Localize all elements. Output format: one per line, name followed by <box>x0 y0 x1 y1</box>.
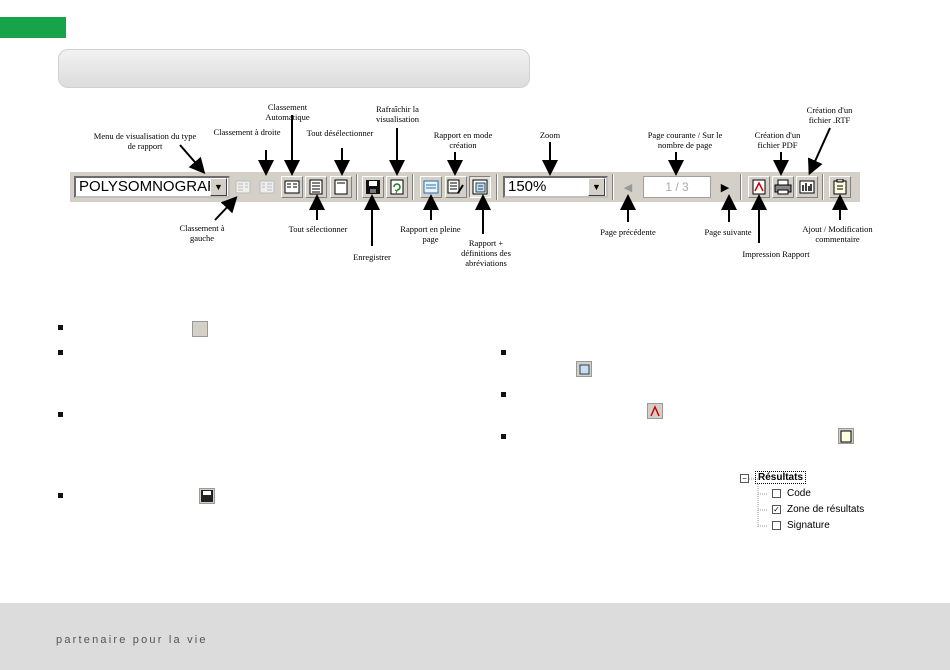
accent-tab <box>0 17 66 38</box>
tree-root-label[interactable]: Résultats <box>755 471 807 484</box>
bullet <box>501 392 506 397</box>
label-save: Enregistrer <box>353 252 391 262</box>
label-print: Impression Rapport <box>742 249 810 259</box>
label-refresh: Rafraîchir la visualisation <box>376 104 419 124</box>
printer-icon <box>774 179 792 195</box>
tree-collapse-toggle[interactable]: − <box>740 474 749 483</box>
label-current-page: Page courante / Sur le nombre de page <box>647 130 723 150</box>
label-select-all: Tout sélectionner <box>288 224 348 234</box>
bullet <box>58 412 63 417</box>
sort-right-button[interactable] <box>256 176 278 198</box>
sort-right-icon <box>259 180 275 194</box>
tree-item-checkbox[interactable]: ✓ <box>772 505 781 514</box>
triangle-left-icon: ◀ <box>623 181 633 194</box>
bullet <box>58 493 63 498</box>
tree-item-checkbox[interactable] <box>772 521 781 530</box>
comment-edit-icon <box>833 179 847 195</box>
report-icon <box>192 321 208 337</box>
results-tree: − Résultats Code ✓ Zone de résultats Sig… <box>738 470 868 540</box>
label-abbreviations: Rapport + définitions des abréviations <box>461 238 511 268</box>
report-abbreviations-icon <box>576 361 592 377</box>
report-abbreviations-icon <box>472 179 488 195</box>
label-full-page: Rapport en pleine page <box>400 224 461 244</box>
label-sort-right: Classement à droite <box>213 127 281 137</box>
triangle-right-icon: ▶ <box>720 181 730 194</box>
title-bar <box>58 49 530 88</box>
refresh-icon <box>390 179 404 195</box>
print-button[interactable] <box>772 176 794 198</box>
deselect-all-icon <box>334 179 348 195</box>
previous-page-button[interactable]: ◀ <box>617 176 639 198</box>
label-menu-type: Menu de visualisation du type de rapport <box>93 131 197 151</box>
toolbar-separator <box>740 174 742 200</box>
zoom-dropdown-button[interactable]: ▼ <box>588 178 605 196</box>
report-type-select[interactable]: POLYSOMNOGRAPI <box>74 176 230 198</box>
sort-auto-button[interactable] <box>281 176 303 198</box>
refresh-button[interactable] <box>386 176 408 198</box>
tree-item-label: Signature <box>787 520 830 531</box>
tree-lines <box>749 478 768 528</box>
comment-edit-icon <box>838 428 854 444</box>
label-zoom: Zoom <box>539 130 561 140</box>
bullet <box>58 350 63 355</box>
deselect-all-button[interactable] <box>330 176 352 198</box>
footer-tagline: partenaire pour la vie <box>56 634 208 646</box>
sort-left-icon <box>235 180 251 194</box>
tree-item-label: Code <box>787 488 811 499</box>
label-pdf: Création d'un fichier PDF <box>754 130 801 150</box>
bullet <box>501 434 506 439</box>
sort-auto-icon <box>284 180 300 194</box>
toolbar-separator <box>412 174 414 200</box>
label-sort-auto: Classement Automatique <box>265 102 310 122</box>
label-prev-page: Page précédente <box>600 227 656 237</box>
bullet <box>501 350 506 355</box>
page-indicator: 1 / 3 <box>643 176 711 198</box>
footer <box>0 603 950 670</box>
pdf-document-icon <box>647 403 663 419</box>
label-design-mode: Rapport en mode création <box>433 130 493 150</box>
floppy-disk-icon <box>199 488 215 504</box>
label-rtf: Création d'un fichier .RTF <box>806 105 853 125</box>
toolbar-separator <box>612 174 614 200</box>
rtf-button[interactable] <box>796 176 818 198</box>
full-page-button[interactable] <box>420 176 442 198</box>
bullet <box>58 325 63 330</box>
page-indicator-value: 1 / 3 <box>665 180 689 194</box>
next-page-button[interactable]: ▶ <box>714 176 736 198</box>
design-mode-button[interactable] <box>445 176 467 198</box>
zoom-select[interactable]: 150% <box>503 176 608 198</box>
annotation-arrows <box>179 115 848 246</box>
label-sort-left: Classement à gauche <box>179 223 225 243</box>
tree-item-checkbox[interactable] <box>772 489 781 498</box>
report-type-dropdown-button[interactable]: ▼ <box>210 178 227 196</box>
design-pencil-icon <box>447 179 464 194</box>
label-deselect-all: Tout désélectionner <box>306 128 374 138</box>
label-comment: Ajout / Modification commentaire <box>802 224 873 244</box>
toolbar-separator <box>356 174 358 200</box>
sort-left-button[interactable] <box>232 176 254 198</box>
floppy-disk-icon <box>366 180 380 194</box>
label-next-page: Page suivante <box>704 227 752 237</box>
tree-item-label: Zone de résultats <box>787 504 865 515</box>
zoom-value: 150% <box>508 178 547 195</box>
report-type-value: POLYSOMNOGRAPI <box>79 178 222 195</box>
chevron-down-icon: ▼ <box>592 182 601 192</box>
toolbar-separator <box>822 174 824 200</box>
abbreviations-button[interactable] <box>469 176 491 198</box>
full-page-icon <box>423 180 439 194</box>
rtf-document-icon <box>799 180 815 194</box>
toolbar-separator <box>496 174 498 200</box>
chevron-down-icon: ▼ <box>214 182 223 192</box>
